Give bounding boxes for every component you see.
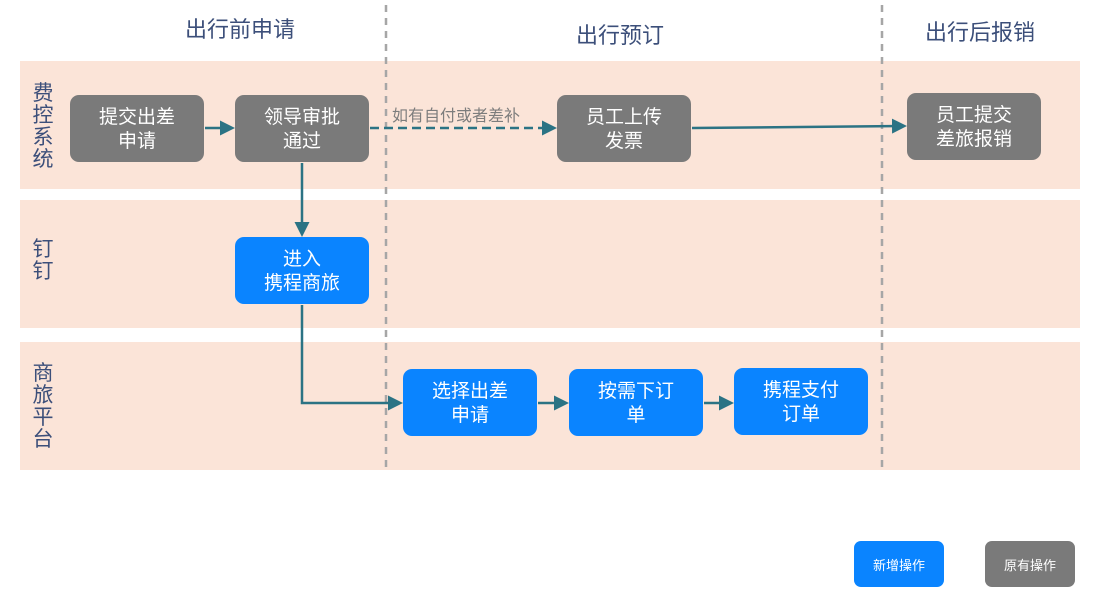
node-approve-line1: 领导审批	[263, 105, 340, 128]
node-enter-ctrip: 进入携程商旅	[235, 237, 369, 304]
node-submit-line2: 申请	[117, 129, 156, 152]
node-order-line1: 按需下订	[597, 379, 674, 402]
node-pay-line1: 携程支付	[762, 378, 839, 401]
node-approve-line2: 通过	[282, 129, 321, 152]
node-select-application: 选择出差申请	[403, 369, 537, 436]
node-invoice-line1: 员工上传	[585, 105, 662, 128]
node-reimburse-line1: 员工提交	[935, 103, 1012, 126]
lane-label-dingtalk: 钉钉	[32, 237, 54, 283]
node-submit-line1: 提交出差	[98, 105, 175, 128]
node-invoice-line2: 发票	[604, 129, 643, 152]
lane-label-expense: 费控系统	[32, 81, 54, 171]
node-pay-line2: 订单	[781, 402, 820, 425]
phase-booking: 出行预订	[575, 24, 664, 49]
node-submit-application: 提交出差申请	[70, 95, 204, 162]
lane-travel-platform-bg	[20, 342, 1080, 470]
node-upload-invoice: 员工上传发票	[557, 95, 691, 162]
lane-label-travel-platform: 商旅平台	[32, 361, 54, 451]
arrow-enter-to-select	[300, 305, 403, 411]
node-select-line1: 选择出差	[431, 379, 508, 402]
legend-new-operation: 新增操作	[854, 541, 944, 587]
node-pay-order: 携程支付订单	[734, 368, 868, 435]
node-reimburse-line2: 差旅报销	[935, 127, 1012, 150]
node-order-line2: 单	[626, 403, 646, 426]
legend-original-operation: 原有操作	[985, 541, 1075, 587]
node-select-line2: 申请	[450, 403, 489, 426]
node-enter-line2: 携程商旅	[263, 271, 340, 294]
node-place-order: 按需下订单	[569, 369, 703, 436]
lane-dingtalk-bg	[20, 200, 1080, 328]
node-submit-reimbursement: 员工提交差旅报销	[907, 93, 1041, 160]
edge-note-self-pay: 如有自付或者差补	[392, 106, 521, 125]
node-leader-approval: 领导审批通过	[235, 95, 369, 162]
node-enter-line1: 进入	[282, 247, 321, 270]
phase-pre-travel: 出行前申请	[184, 18, 295, 43]
arrow-invoice-to-reimburse	[691, 118, 907, 134]
phase-post-travel: 出行后报销	[924, 21, 1035, 46]
